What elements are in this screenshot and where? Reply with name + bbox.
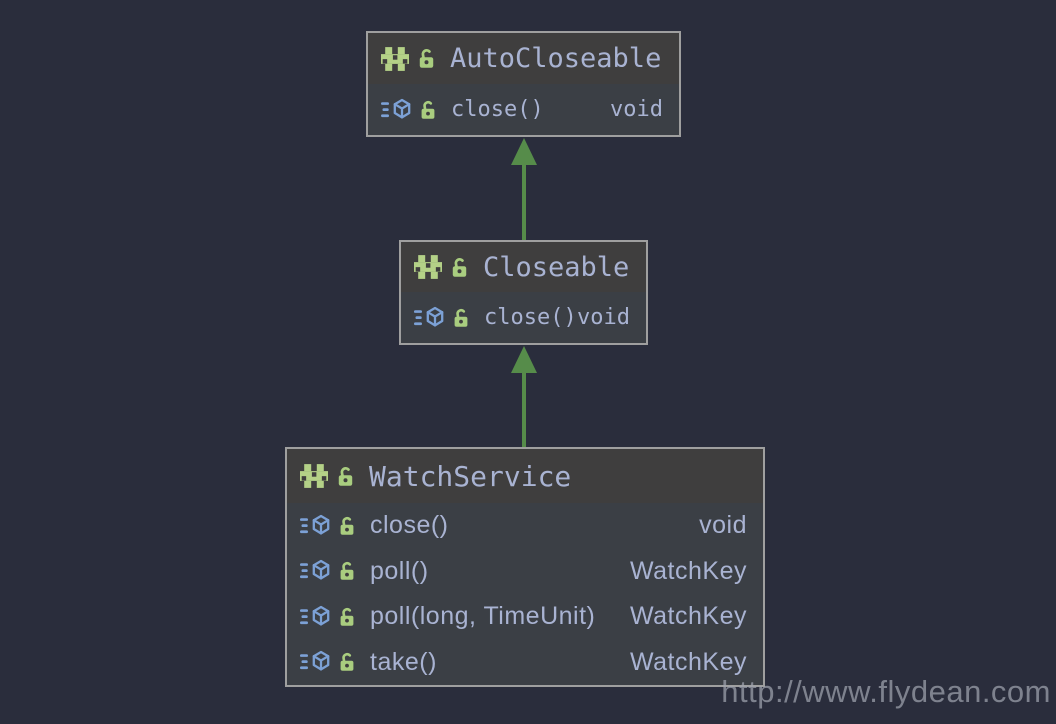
method-row[interactable]: poll() WatchKey [287, 549, 763, 595]
public-lock-icon [451, 257, 468, 278]
class-node-autocloseable[interactable]: AutoCloseable close() void [366, 31, 681, 137]
node-title: WatchService [369, 459, 572, 493]
interface-icon [414, 255, 442, 279]
class-node-watchservice[interactable]: WatchService close() void poll() WatchKe… [285, 447, 765, 687]
method-signature: poll() [370, 556, 429, 585]
public-lock-icon [339, 652, 355, 672]
method-row[interactable]: poll(long, TimeUnit) WatchKey [287, 594, 763, 640]
method-row[interactable]: close() void [287, 503, 763, 549]
node-header[interactable]: AutoCloseable [368, 33, 679, 84]
public-lock-icon [339, 516, 355, 536]
method-return-type: void [610, 97, 663, 122]
node-body: close() void [401, 292, 646, 343]
method-signature: take() [370, 647, 437, 676]
method-signature: close() [370, 511, 449, 540]
interface-icon [381, 47, 409, 71]
node-title: AutoCloseable [450, 43, 662, 74]
public-lock-icon [420, 100, 436, 120]
public-lock-icon [337, 466, 354, 487]
method-return-type: WatchKey [629, 556, 747, 585]
method-return-type: void [699, 511, 747, 540]
method-icon [381, 98, 411, 122]
node-header[interactable]: Closeable [401, 242, 646, 292]
interface-icon [300, 464, 328, 488]
method-signature: poll(long, TimeUnit) [370, 602, 596, 631]
method-signature: close() [484, 305, 577, 330]
method-icon [300, 605, 330, 629]
node-title: Closeable [483, 251, 630, 283]
public-lock-icon [339, 607, 355, 627]
method-return-type: WatchKey [629, 602, 747, 631]
method-row[interactable]: take() WatchKey [287, 640, 763, 686]
method-signature: close() [451, 97, 544, 122]
watermark: http://www.flydean.com [721, 674, 1051, 709]
public-lock-icon [418, 48, 435, 69]
method-row[interactable]: close() void [401, 292, 646, 343]
method-icon [300, 650, 330, 674]
method-return-type: WatchKey [629, 647, 747, 676]
inheritance-edge-line [522, 163, 526, 240]
method-icon [300, 514, 330, 538]
inheritance-edge-line [522, 371, 526, 447]
public-lock-icon [453, 308, 469, 328]
method-return-type: void [577, 305, 630, 330]
inheritance-arrowhead [511, 346, 537, 373]
method-icon [300, 559, 330, 583]
node-header[interactable]: WatchService [287, 449, 763, 503]
method-row[interactable]: close() void [368, 84, 679, 135]
node-body: close() void [368, 84, 679, 135]
method-icon [414, 306, 444, 330]
inheritance-arrowhead [511, 138, 537, 165]
public-lock-icon [339, 561, 355, 581]
class-node-closeable[interactable]: Closeable close() void [399, 240, 648, 345]
node-body: close() void poll() WatchKey poll(long, … [287, 503, 763, 685]
